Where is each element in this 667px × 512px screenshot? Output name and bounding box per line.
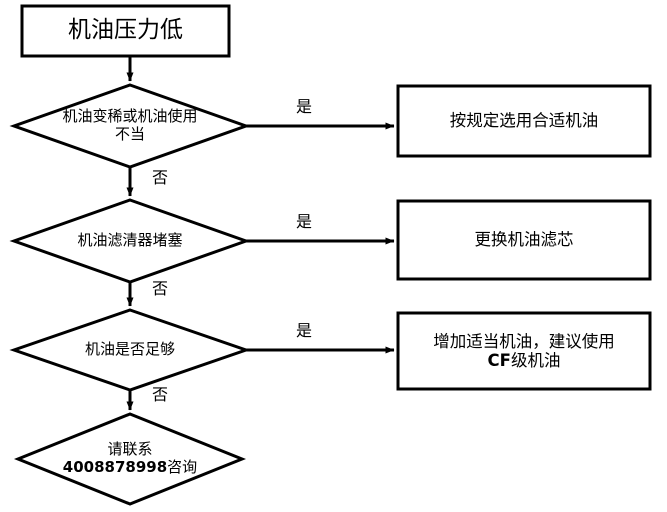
node-shape-action-3[interactable]	[396, 311, 652, 391]
edge-label-no-3: 否	[152, 385, 169, 404]
edge-label-no-1: 否	[152, 168, 169, 187]
node-shape-terminal[interactable]	[13, 412, 247, 506]
edge-label-yes-1: 是	[296, 97, 313, 116]
edge-label-yes-2: 是	[296, 212, 313, 231]
node-shape-decision-1[interactable]	[9, 83, 251, 169]
node-shape-decision-3[interactable]	[9, 308, 251, 392]
node-shape-action-1[interactable]	[396, 84, 652, 158]
edge-label-no-2: 否	[152, 279, 169, 298]
edge-label-yes-3: 是	[296, 321, 313, 340]
node-shape-decision-2[interactable]	[9, 198, 251, 284]
node-shape-action-2[interactable]	[396, 199, 652, 281]
node-shape-title[interactable]	[20, 4, 231, 58]
